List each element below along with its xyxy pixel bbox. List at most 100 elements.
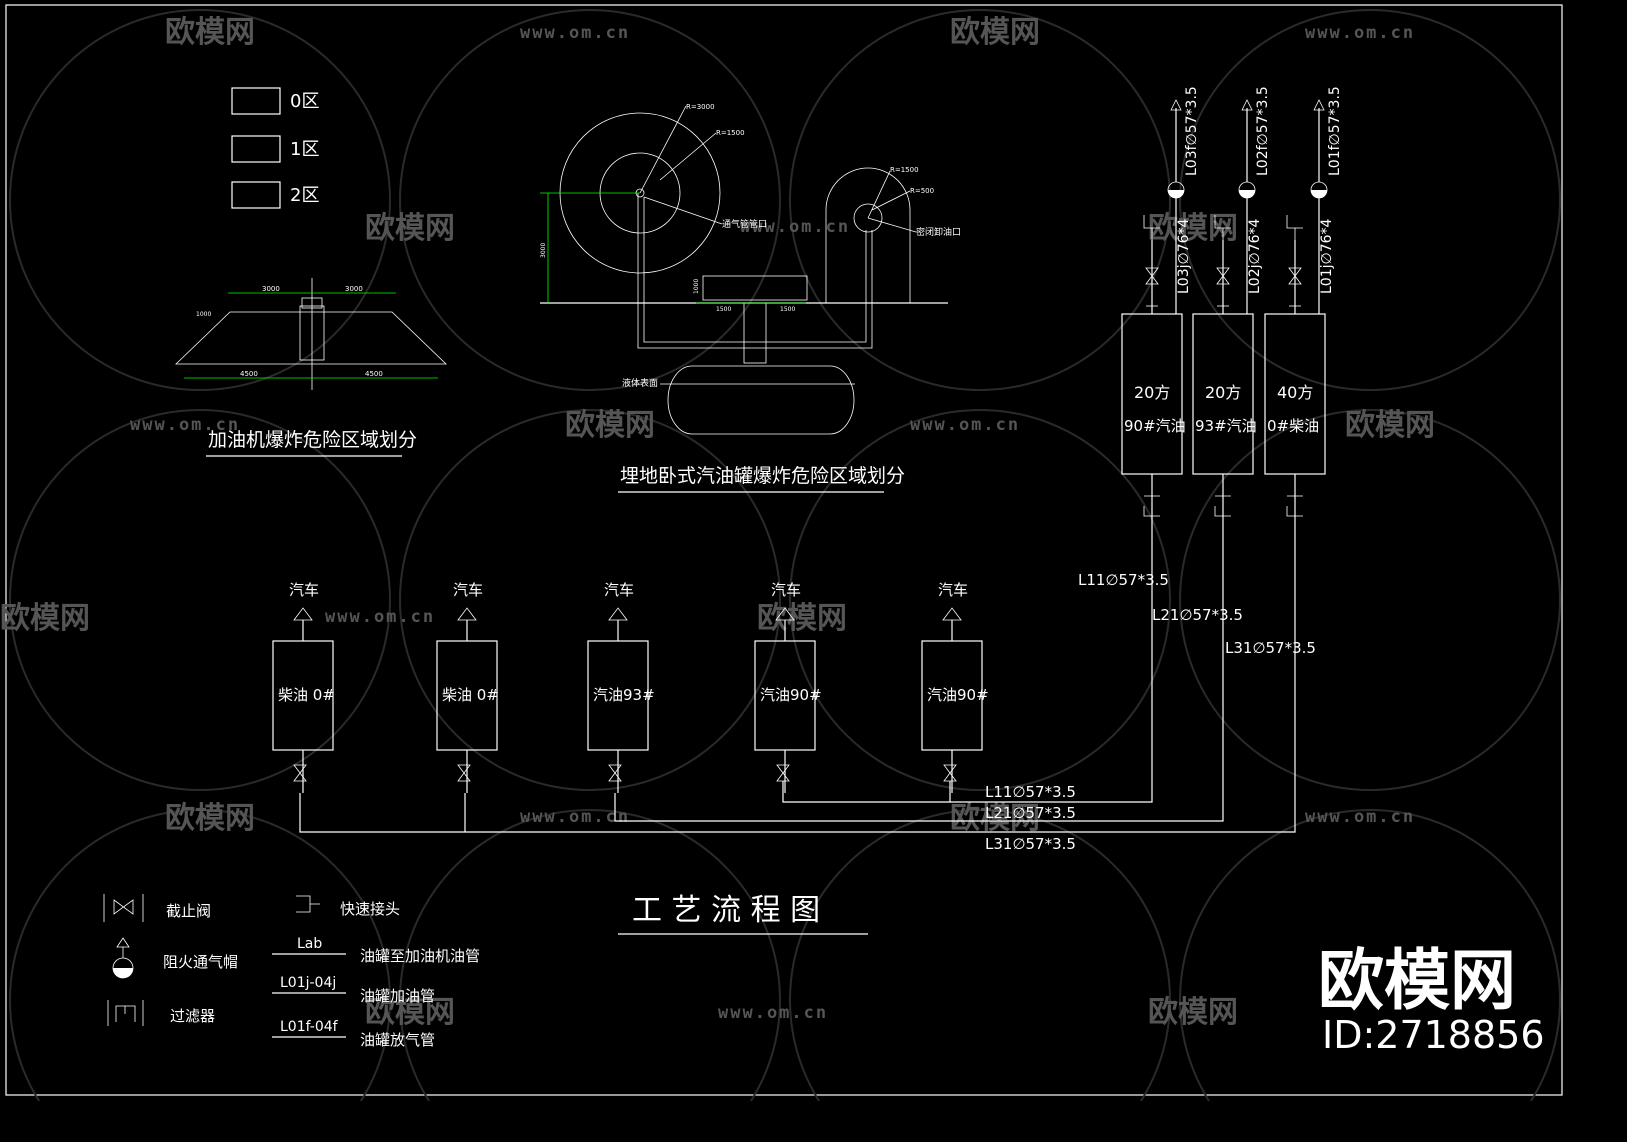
stop-valve-icon: [103, 894, 144, 922]
svg-text:Lab: Lab: [297, 936, 322, 952]
tank-capacity: 40方: [1277, 383, 1313, 402]
svg-text:R=500: R=500: [910, 187, 934, 195]
tank-capacity: 20方: [1134, 383, 1170, 402]
header-label: L11∅57*3.5: [985, 783, 1076, 801]
watermark-brand: 欧模网: [950, 15, 1040, 50]
fill-pipe-label: L03j∅76*4: [1176, 218, 1192, 294]
zone2-swatch: [231, 181, 281, 209]
watermark-brand: 欧模网: [1148, 211, 1238, 246]
watermark-brand: 欧模网: [0, 601, 90, 636]
dispenser-car-label: 汽车: [453, 581, 483, 599]
dispenser-fuel-label: 汽油93#: [593, 686, 655, 704]
tank-capacity: 20方: [1205, 383, 1241, 402]
header-pipes: [299, 520, 1296, 833]
watermark-url: www.om.cn: [740, 217, 850, 237]
svg-text:1000: 1000: [693, 279, 700, 294]
svg-text:1500: 1500: [716, 306, 731, 313]
filter-icon: [107, 1000, 144, 1026]
svg-text:R=3000: R=3000: [686, 103, 715, 111]
svg-text:R=1500: R=1500: [716, 129, 745, 137]
watermark-url: www.om.cn: [520, 23, 630, 43]
dispenser-car-label: 汽车: [604, 581, 634, 599]
svg-text:L01f-04f: L01f-04f: [280, 1019, 339, 1035]
riser-label: L31∅57*3.5: [1225, 639, 1316, 657]
tank-fuel: 90#汽油: [1124, 417, 1186, 435]
cad-drawing: 欧模网 www.om.cn 欧模网 www.om.cn 欧模网 欧模网 www.…: [0, 4, 1563, 1101]
watermark-brand: 欧模网: [1148, 995, 1238, 1030]
dispenser-car-label: 汽车: [771, 581, 801, 599]
svg-text:密闭卸油口: 密闭卸油口: [916, 226, 961, 238]
svg-text:截止阀: 截止阀: [166, 902, 211, 920]
svg-text:1500: 1500: [780, 306, 795, 313]
watermark-texts: 欧模网 www.om.cn 欧模网 www.om.cn 欧模网 欧模网 www.…: [0, 15, 1435, 1030]
header-label: L21∅57*3.5: [985, 804, 1076, 822]
svg-text:3000: 3000: [262, 285, 280, 293]
quick-coupling-icon: [296, 895, 320, 913]
watermark-circles: [9, 9, 1561, 1101]
watermark-brand: 欧模网: [165, 801, 255, 836]
watermark-brand: 欧模网: [1345, 408, 1435, 443]
dispenser-fuel-label: 柴油 0#: [442, 686, 499, 704]
watermark-brand: 欧模网: [365, 211, 455, 246]
watermark-url: www.om.cn: [1305, 23, 1415, 43]
watermark-brand: 欧模网: [950, 801, 1040, 836]
drawing-frame: [5, 4, 1563, 1096]
dispenser-car-label: 汽车: [938, 581, 968, 599]
vent-pipe-label: L01f∅57*3.5: [1327, 86, 1343, 176]
watermark-id: ID:2718856: [1322, 1013, 1545, 1057]
dispenser-fuel-label: 汽油90#: [927, 686, 989, 704]
svg-text:R=1500: R=1500: [890, 166, 919, 174]
zone2-label: 2区: [290, 185, 319, 206]
watermark-url: www.om.cn: [520, 807, 630, 827]
dispenser-section-title: 加油机爆炸危险区域划分: [208, 429, 417, 451]
svg-text:液体表面: 液体表面: [622, 377, 658, 389]
watermark-url: www.om.cn: [910, 415, 1020, 435]
symbol-legend: 截止阀 阻火通气帽 过滤器 快速接头 Lab 油罐至加油机油管 L01j-04j…: [103, 894, 480, 1049]
zone0-label: 0区: [290, 91, 319, 112]
dispenser-section: 3000 3000 4500 4500 1000 加油机爆炸危险区域划分: [175, 278, 447, 457]
tank-section-title: 埋地卧式汽油罐爆炸危险区域划分: [620, 465, 905, 487]
svg-text:油罐加油管: 油罐加油管: [360, 987, 435, 1005]
dispenser-fuel-label: 汽油90#: [760, 686, 822, 704]
svg-text:1000: 1000: [196, 311, 211, 318]
flow-diagram-title: 工 艺 流 程 图: [632, 893, 820, 928]
watermark-url: www.om.cn: [718, 1003, 828, 1023]
watermark-brand: 欧模网: [565, 408, 655, 443]
tank-section: 3000 1500 1500 1000 R=3000 R=1500 R=1500…: [540, 103, 961, 493]
watermark-url: www.om.cn: [1305, 807, 1415, 827]
svg-text:快速接头: 快速接头: [340, 900, 400, 918]
watermark-url: www.om.cn: [130, 415, 240, 435]
header-label: L31∅57*3.5: [985, 835, 1076, 853]
svg-text:通气管管口: 通气管管口: [722, 218, 767, 230]
svg-text:3000: 3000: [345, 285, 363, 293]
flame-arrester-icon: [112, 937, 134, 979]
fill-pipe-label: L01j∅76*4: [1319, 218, 1335, 294]
dispenser-car-label: 汽车: [289, 581, 319, 599]
svg-text:4500: 4500: [240, 370, 258, 378]
zone-legend: 0区 1区 2区: [231, 87, 319, 209]
svg-text:3000: 3000: [540, 243, 547, 258]
vent-pipe-label: L03f∅57*3.5: [1184, 86, 1200, 176]
zone0-swatch: [231, 87, 281, 115]
tank-fuel: 0#柴油: [1267, 417, 1319, 435]
svg-text:阻火通气帽: 阻火通气帽: [163, 953, 238, 971]
vent-pipe-label: L02f∅57*3.5: [1255, 86, 1271, 176]
dispenser-fuel-label: 柴油 0#: [278, 686, 335, 704]
riser-label: L21∅57*3.5: [1152, 606, 1243, 624]
fill-pipe-label: L02j∅76*4: [1247, 218, 1263, 294]
watermark-url: www.om.cn: [325, 607, 435, 627]
watermark-brand: 欧模网: [757, 601, 847, 636]
zone1-label: 1区: [290, 139, 319, 160]
svg-text:油罐至加油机油管: 油罐至加油机油管: [360, 947, 480, 965]
watermark-brand: 欧模网: [365, 995, 455, 1030]
tank-fuel: 93#汽油: [1195, 417, 1257, 435]
watermark-logo: 欧模网: [1318, 942, 1516, 1019]
